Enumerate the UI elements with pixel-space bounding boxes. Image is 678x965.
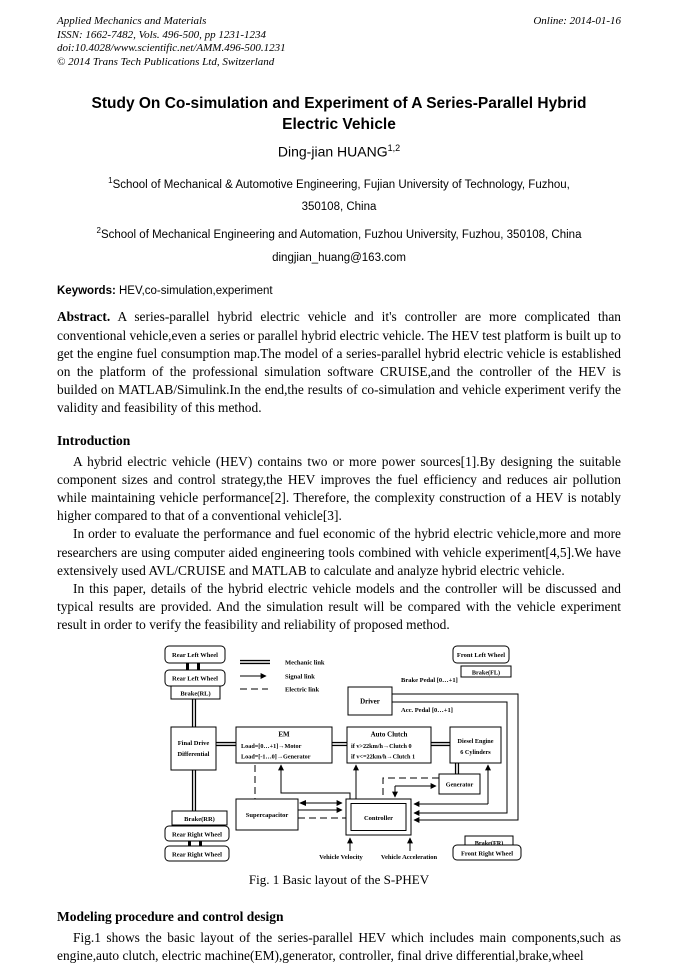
svg-text:Generator: Generator	[446, 781, 474, 788]
modeling-paragraph-1: Fig.1 shows the basic layout of the seri…	[57, 929, 621, 963]
affiliation-sup-3: 2	[96, 226, 101, 236]
label-vehicle-acceleration: Vehicle Acceleration	[381, 854, 438, 861]
svg-text:Front Left Wheel: Front Left Wheel	[457, 652, 505, 659]
abstract: Abstract. A series-parallel hybrid elect…	[57, 308, 621, 417]
svg-text:Brake(FL): Brake(FL)	[472, 669, 500, 676]
svg-text:Brake(RL): Brake(RL)	[180, 690, 210, 697]
svg-text:Controller: Controller	[364, 815, 393, 822]
box-brake-fl: Brake(FL)	[460, 665, 512, 678]
introduction-paragraph-3: In this paper, details of the hybrid ele…	[57, 580, 621, 633]
journal-header-left: Applied Mechanics and Materials ISSN: 16…	[57, 15, 286, 69]
controller-signal-lines	[278, 763, 491, 851]
label-acc-pedal: Acc. Pedal [0…+1]	[401, 707, 453, 714]
affiliation-text-1: School of Mechanical & Automotive Engine…	[112, 178, 570, 191]
svg-text:EM: EM	[278, 730, 290, 738]
paper-title-line1: Study On Co-simulation and Experiment of…	[91, 95, 587, 112]
author-email-text: dingjian_huang@163.com	[272, 252, 406, 265]
figure-legend: Mechanic link Signal link Electric link	[240, 659, 325, 693]
author-superscript: 1,2	[387, 143, 401, 153]
abstract-label: Abstract.	[57, 309, 111, 325]
box-auto-clutch: Auto Clutch if v>22km/h→Clutch 0 if v<=2…	[346, 726, 432, 764]
svg-text:if v<=22km/h→Clutch 1: if v<=22km/h→Clutch 1	[351, 753, 415, 760]
mechanic-links	[191, 698, 460, 811]
journal-doi: doi:10.4028/www.scientific.net/AMM.496-5…	[57, 42, 286, 54]
box-driver: Driver	[347, 686, 393, 716]
affiliation-line-2: 350108, China	[57, 196, 621, 219]
svg-text:Load=[-1…0]→Generator: Load=[-1…0]→Generator	[241, 753, 311, 760]
keywords-label: Keywords:	[57, 285, 116, 298]
svg-text:Load=[0…+1]→Motor: Load=[0…+1]→Motor	[241, 743, 302, 750]
svg-text:Auto Clutch: Auto Clutch	[371, 730, 408, 738]
box-front-left-wheel: Front Left Wheel	[452, 645, 510, 664]
svg-text:6 Cylinders: 6 Cylinders	[460, 749, 491, 756]
driver-signal-lines	[392, 693, 519, 823]
svg-text:Front Right Wheel: Front Right Wheel	[461, 850, 513, 857]
box-final-drive-differential: Final Drive Differential	[170, 726, 217, 771]
figure-1: Mechanic link Signal link Electric link …	[57, 644, 621, 888]
label-vehicle-velocity: Vehicle Velocity	[319, 854, 363, 861]
journal-name: Applied Mechanics and Materials	[57, 15, 207, 27]
legend-signal-label: Signal link	[285, 673, 315, 680]
box-front-right-wheel: Front Right Wheel	[452, 844, 522, 861]
introduction-paragraph-2: In order to evaluate the performance and…	[57, 526, 621, 578]
journal-copyright: © 2014 Trans Tech Publications Ltd, Swit…	[57, 55, 275, 68]
box-brake-rr: Brake(RR)	[171, 810, 228, 826]
electric-links	[254, 764, 439, 819]
svg-text:Rear Right Wheel: Rear Right Wheel	[172, 831, 222, 838]
affiliation-text-2: 350108, China	[301, 201, 377, 214]
box-rear-right-wheel-1: Rear Right Wheel	[164, 825, 230, 842]
svg-text:Rear Left Wheel: Rear Left Wheel	[172, 675, 218, 682]
keywords-line: Keywords: HEV,co-simulation,experiment	[57, 285, 621, 297]
svg-text:Brake(RR): Brake(RR)	[184, 816, 215, 823]
svg-text:Rear Left Wheel: Rear Left Wheel	[172, 652, 218, 659]
svg-text:Supercapacitor: Supercapacitor	[246, 812, 289, 819]
svg-text:Diesel Engine: Diesel Engine	[458, 738, 494, 745]
svg-text:if v>22km/h→Clutch 0: if v>22km/h→Clutch 0	[351, 743, 412, 750]
legend-electric-label: Electric link	[285, 686, 320, 693]
author-email: dingjian_huang@163.com	[57, 247, 621, 270]
svg-text:Brake(FR): Brake(FR)	[475, 840, 504, 847]
box-em: EM Load=[0…+1]→Motor Load=[-1…0]→Generat…	[235, 726, 333, 764]
modeling-heading: Modeling procedure and control design	[57, 908, 284, 924]
svg-text:Rear Right Wheel: Rear Right Wheel	[172, 851, 222, 858]
journal-issn: ISSN: 1662-7482, Vols. 496-500, pp 1231-…	[57, 28, 266, 41]
box-rear-left-wheel-2: Rear Left Wheel	[164, 669, 226, 687]
abstract-text: A series-parallel hybrid electric vehicl…	[57, 309, 622, 416]
svg-text:Driver: Driver	[360, 697, 380, 705]
paper-title-line2: Electric Vehicle	[282, 116, 396, 133]
journal-header: Applied Mechanics and Materials ISSN: 16…	[57, 15, 621, 69]
affiliation-line-1: 1School of Mechanical & Automotive Engin…	[57, 169, 621, 197]
box-controller: Controller	[345, 798, 412, 836]
box-rear-right-wheel-2: Rear Right Wheel	[164, 845, 230, 862]
box-generator: Generator	[438, 773, 481, 795]
introduction-paragraph-1: A hybrid electric vehicle (HEV) contains…	[57, 453, 621, 524]
box-supercapacitor: Supercapacitor	[235, 798, 299, 831]
figure-1-caption: Fig. 1 Basic layout of the S-PHEV	[248, 871, 430, 887]
author-line: Ding-jian HUANG1,2	[57, 143, 621, 160]
affiliation-sup-1: 1	[108, 175, 113, 185]
author-name: Ding-jian HUANG	[277, 143, 388, 160]
svg-text:Final Drive: Final Drive	[178, 740, 210, 747]
paper-title: Study On Co-simulation and Experiment of…	[57, 93, 621, 135]
wheel-connectors	[186, 662, 202, 847]
affiliations: 1School of Mechanical & Automotive Engin…	[57, 169, 621, 271]
box-diesel-engine: Diesel Engine 6 Cylinders	[449, 726, 502, 764]
online-date: Online: 2014-01-16	[533, 15, 621, 27]
box-rear-left-wheel-1: Rear Left Wheel	[164, 645, 226, 664]
affiliation-line-3: 2School of Mechanical Engineering and Au…	[57, 219, 621, 247]
figure-1-diagram: Mechanic link Signal link Electric link …	[164, 645, 522, 862]
svg-text:Differential: Differential	[177, 751, 209, 758]
box-brake-rl: Brake(RL)	[170, 685, 221, 700]
label-brake-pedal: Brake Pedal [0…+1]	[401, 677, 458, 684]
legend-mechanic-label: Mechanic link	[285, 659, 325, 666]
introduction-heading: Introduction	[57, 432, 131, 448]
keywords-text: HEV,co-simulation,experiment	[119, 285, 273, 298]
affiliation-text-3: School of Mechanical Engineering and Aut…	[100, 229, 582, 242]
